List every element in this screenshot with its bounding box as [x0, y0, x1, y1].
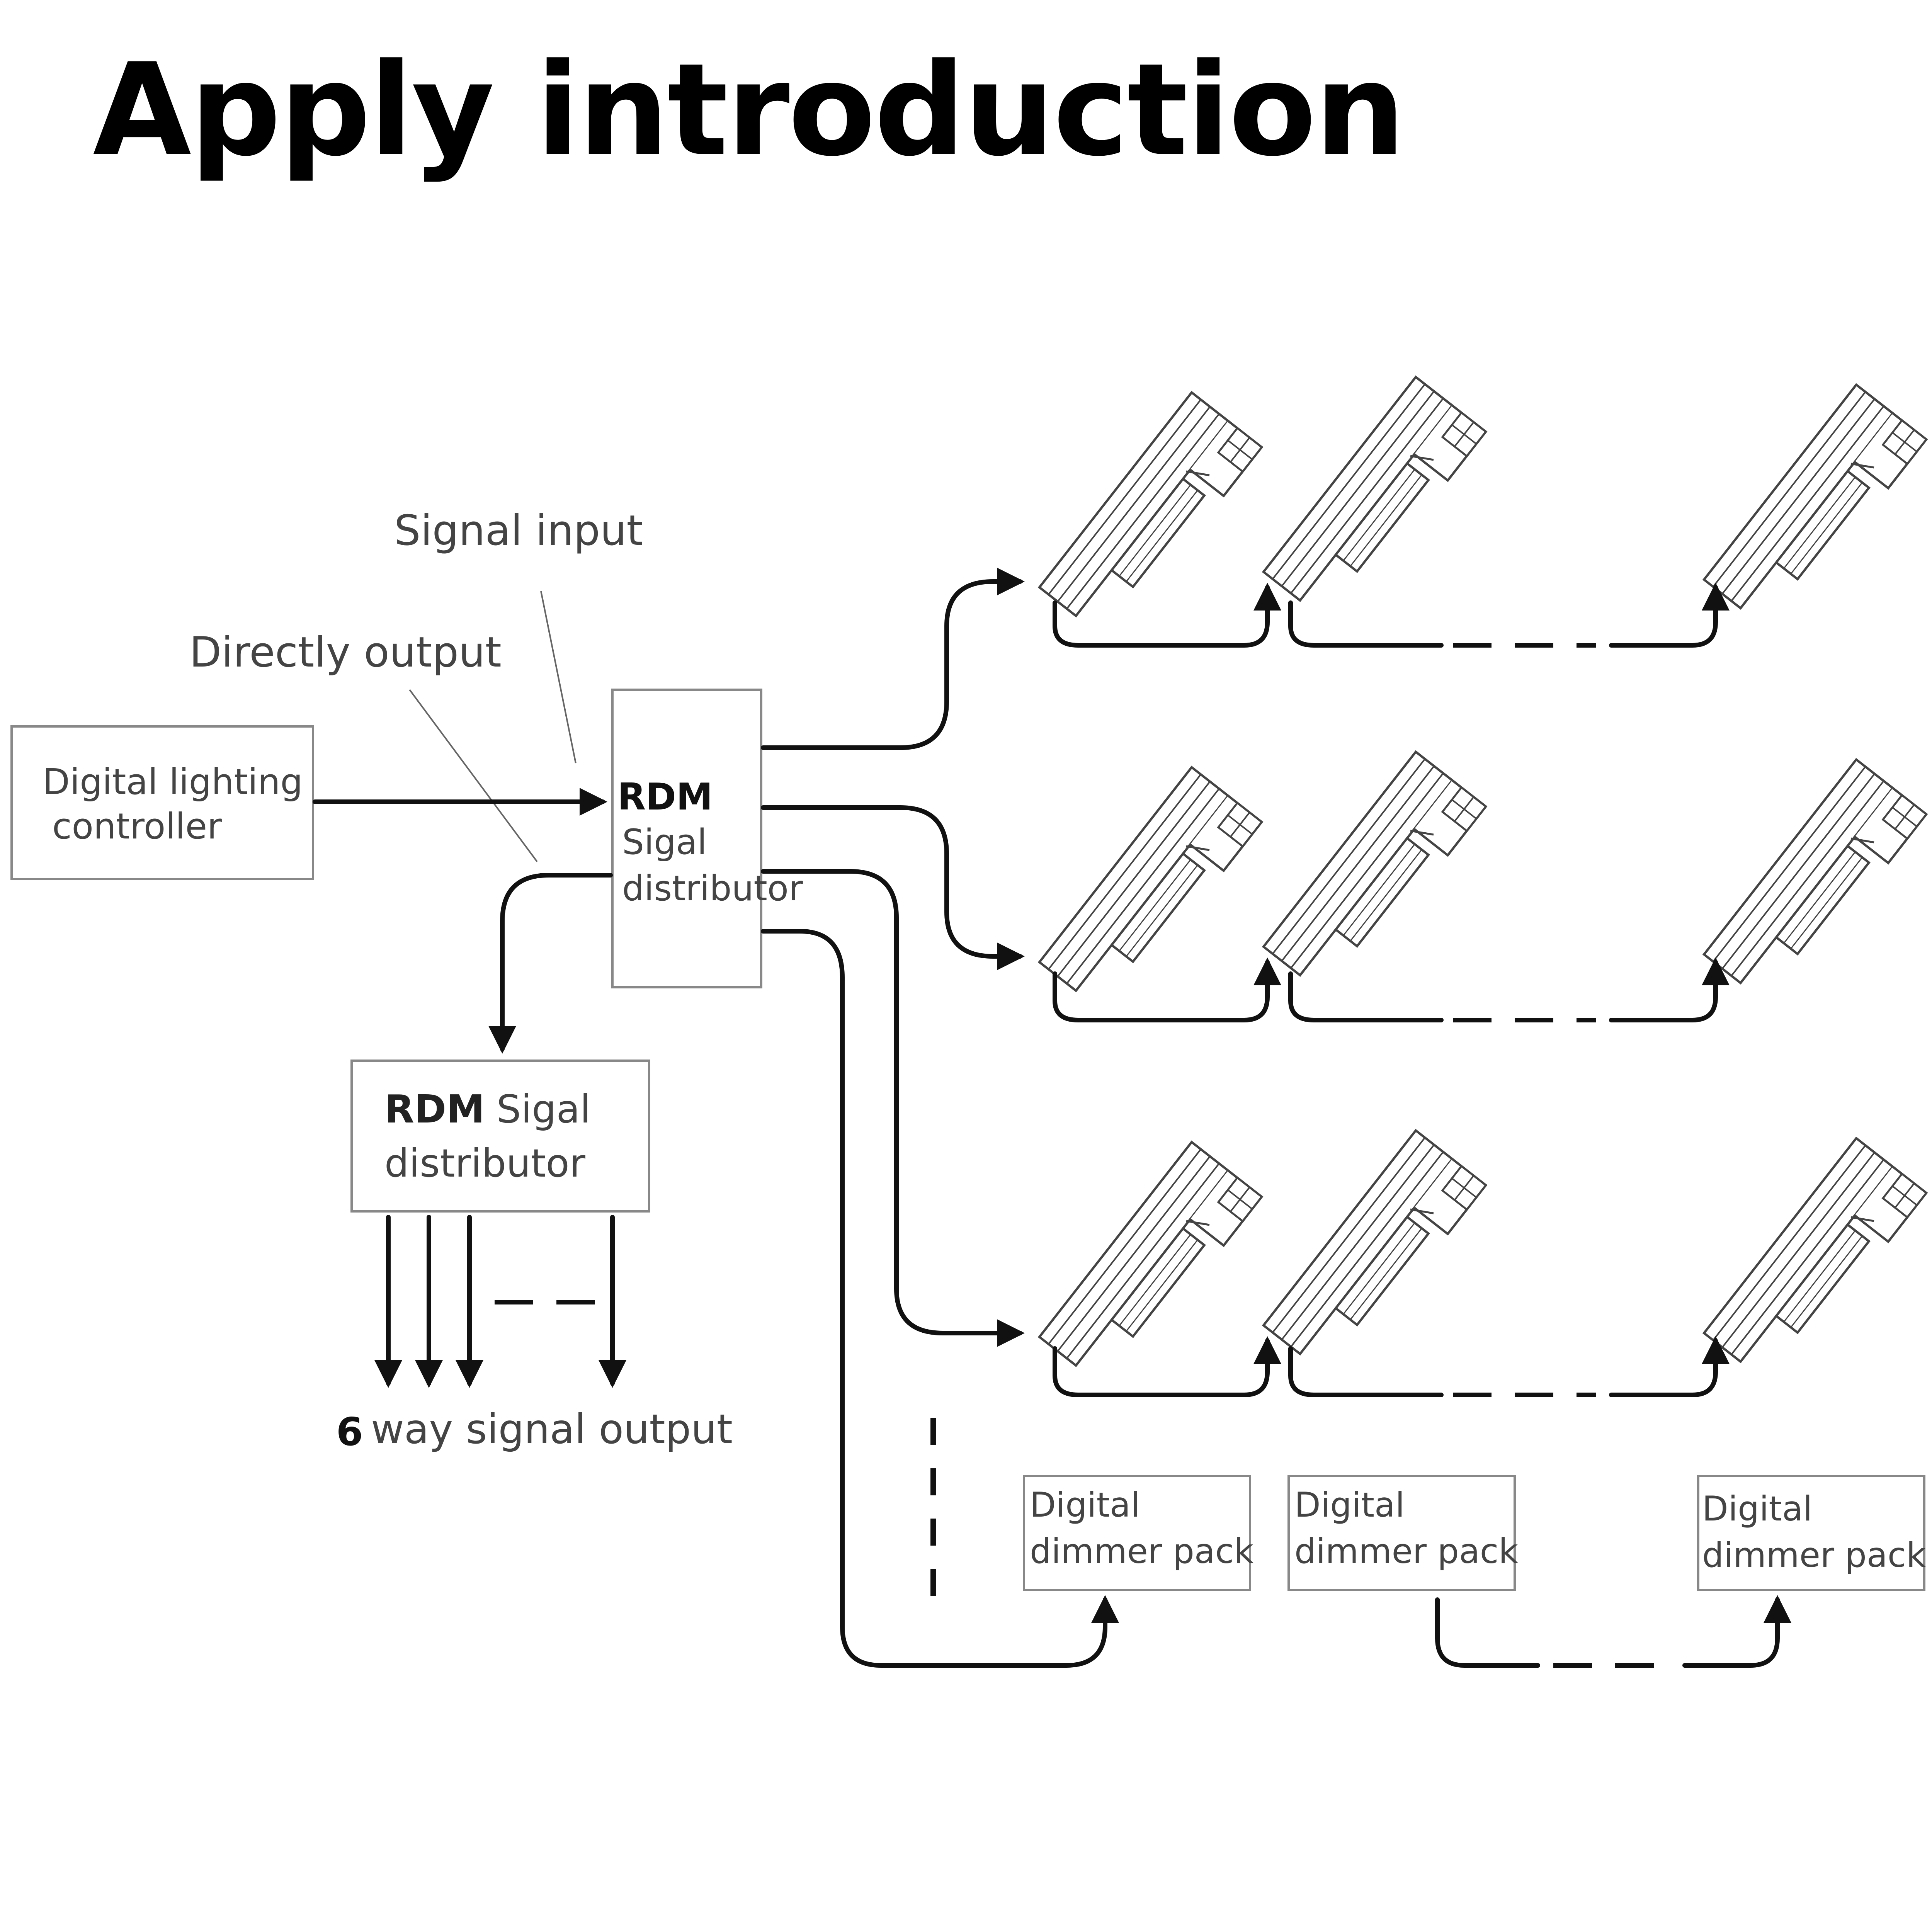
main-rdm-signal-distributor: RDM Sigal distributor: [611, 689, 803, 988]
wall-washer-light-icon: [1039, 1142, 1262, 1392]
output-to-row1: [761, 568, 1025, 750]
signal-input-leader: [540, 591, 577, 764]
wall-washer-light-icon: [1264, 1131, 1486, 1380]
signal-input-label: Signal input: [394, 507, 643, 555]
dimmer-pack-label: dimmer pack: [1294, 1531, 1518, 1571]
wall-washer-light-icon: [1039, 393, 1262, 642]
dimmer-pack-label: Digital: [1294, 1485, 1405, 1525]
output-to-row3: [761, 869, 1025, 1347]
dimmer-pack-1: Digital dimmer pack: [1023, 1475, 1253, 1591]
six-way-number: 6: [336, 1409, 363, 1454]
sub-distributor-label: distributor: [384, 1141, 586, 1186]
wall-washer-light-icon: [1264, 752, 1486, 1002]
output-to-dimmers: [761, 929, 1119, 1668]
dimmer-pack-3: Digital dimmer pack: [1697, 1475, 1926, 1591]
directly-output-leader: [409, 689, 538, 862]
page-title: Apply introduction: [93, 36, 1405, 184]
controller-label-line1: Digital lighting: [43, 761, 303, 803]
sub-rdm-label: RDM: [384, 1087, 485, 1132]
fixture-row-1: [1039, 377, 1926, 648]
dimmer-chain: [1435, 1597, 1540, 1668]
fixture-row-3: [1039, 1131, 1926, 1397]
sub-rdm-signal-distributor: RDM Sigal distributor: [350, 1060, 650, 1213]
dimmer-pack-label: Digital: [1702, 1489, 1812, 1529]
dimmer-pack-label: dimmer pack: [1702, 1535, 1926, 1575]
six-way-output-arrows: [374, 1215, 626, 1388]
wall-washer-light-icon: [1704, 385, 1926, 634]
wall-washer-light-icon: [1704, 1138, 1926, 1388]
wall-washer-light-icon: [1039, 767, 1262, 1017]
dimmer-pack-label: Digital: [1030, 1485, 1140, 1525]
wall-washer-light-icon: [1264, 377, 1486, 627]
directly-output-label: Directly output: [189, 628, 502, 677]
output-to-row2: [761, 805, 1025, 970]
distributor-to-sub-arrow: [488, 873, 613, 1054]
main-sigal-label: Sigal: [622, 822, 707, 862]
dimmer-pack-label: dimmer pack: [1030, 1531, 1253, 1571]
main-rdm-label: RDM: [617, 776, 713, 818]
wall-washer-light-icon: [1704, 760, 1926, 1009]
sub-sigal-label: Sigal: [497, 1087, 591, 1132]
six-way-output-label: way signal output: [371, 1406, 733, 1453]
main-distributor-label: distributor: [622, 868, 803, 909]
digital-lighting-controller: Digital lighting controller: [10, 725, 314, 880]
controller-label-line2: controller: [52, 806, 222, 847]
fixture-row-2: [1039, 752, 1926, 1022]
dimmer-chain-end: [1682, 1595, 1791, 1668]
dimmer-pack-2: Digital dimmer pack: [1287, 1475, 1518, 1591]
